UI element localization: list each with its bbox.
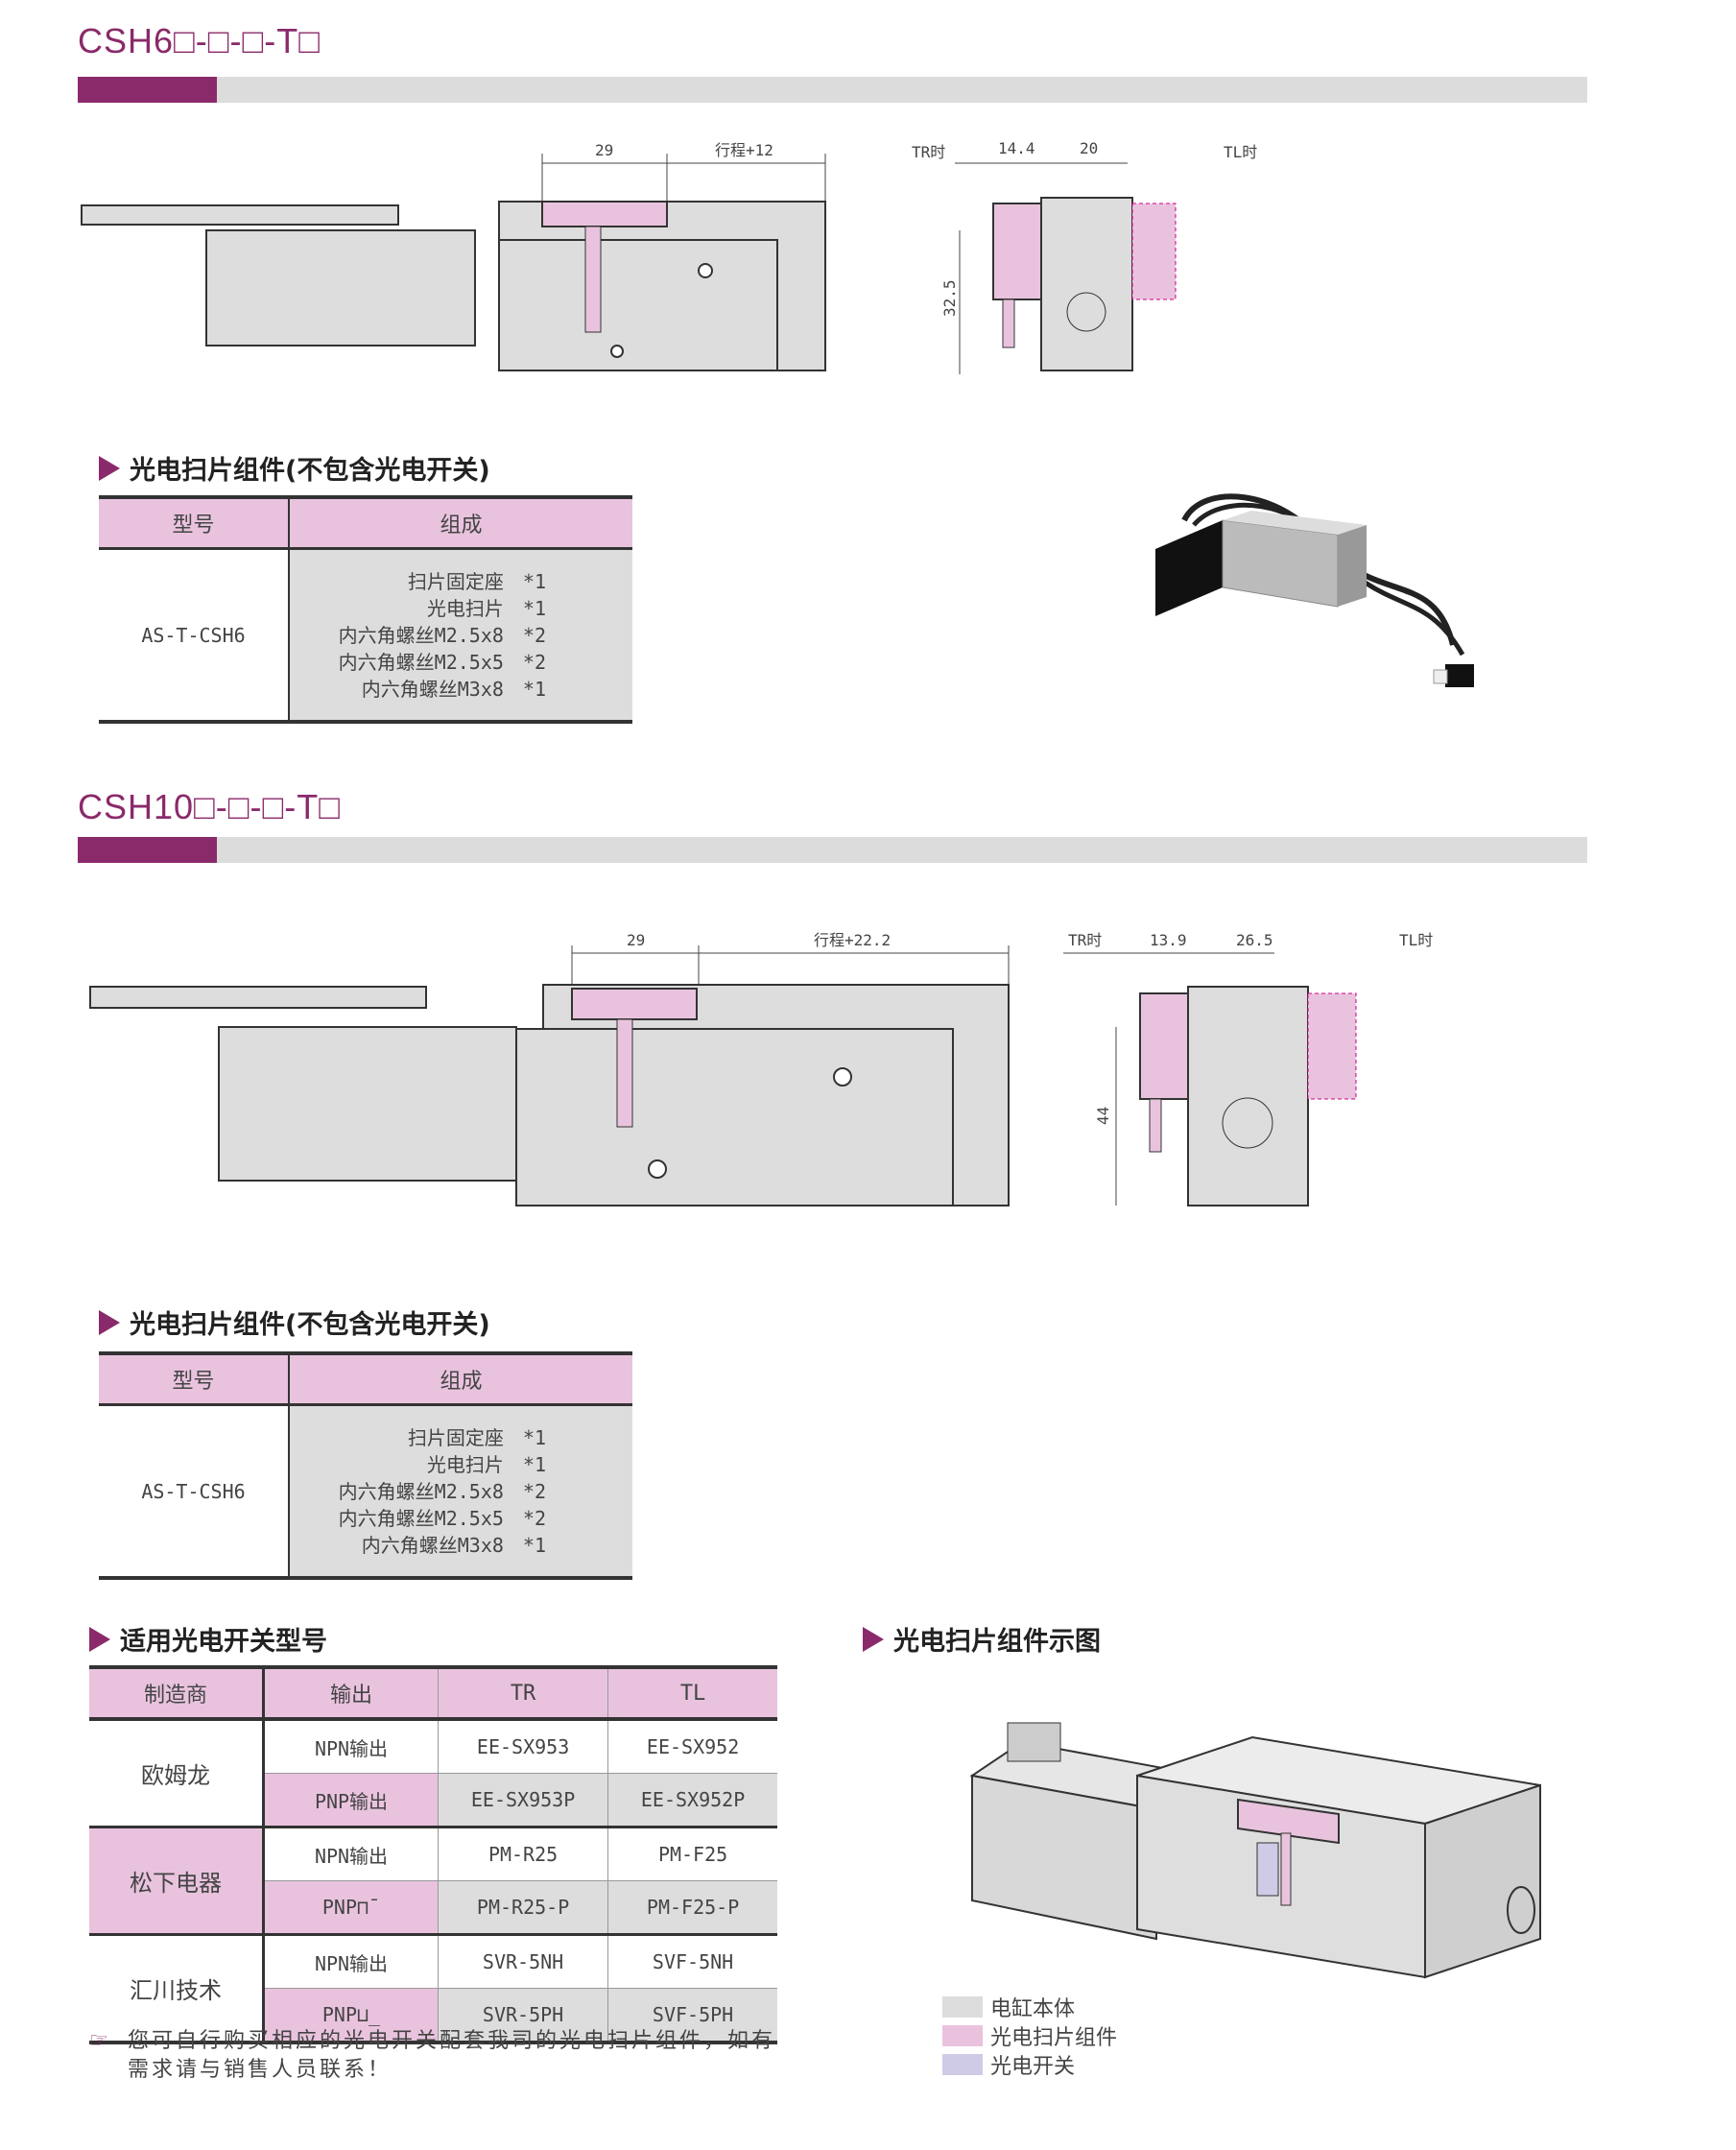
model-title: CSH6□-□-□-T□ [78,21,321,60]
text: 输出 [263,1667,439,1721]
text: 内六角螺丝M2.5x8 *2 [338,623,546,647]
text: 制造商 [89,1667,265,1721]
text: 内六角螺丝M2.5x5 *2 [338,650,546,674]
pointing-hand-icon: ☞ [89,2029,111,2053]
text: 电缸本体 [990,1997,1076,2021]
text: EE-SX952P [607,1773,777,1828]
text: SVF-5NH [607,1933,777,1989]
dim-label: 14.4 [998,139,1035,157]
text: 您可自行购买相应的光电开关配套我司的光电扫片组件，如有需求请与销售人员联系！ [128,2029,776,2082]
dim-label: 26.5 [1236,931,1273,949]
text: 组成 [288,1353,632,1406]
legend-item: 光电开关 [942,2050,1117,2079]
text: 扫片固定座 *1 [407,569,546,593]
text: 光电开关 [990,2055,1076,2079]
text: SVR-5NH [437,1933,608,1989]
text: 内六角螺丝M2.5x8 *2 [338,1479,546,1503]
title-bar [78,837,1587,863]
text: EE-SX952 [607,1717,777,1774]
dim-label: TR时 [912,143,945,161]
section-heading: 光电扫片组件示图 [863,1620,1101,1658]
dim-label: 行程+22.2 [814,931,891,949]
legend-item: 光电扫片组件 [942,2021,1117,2050]
text: 光电扫片组件(不包含光电开关) [130,456,490,486]
legend-swatch [942,1996,983,2018]
assembly-illustration [969,1722,1541,1979]
dim-label: TL时 [1224,143,1257,161]
triangle-icon [99,455,120,481]
text: 汇川技术 [89,1933,265,2042]
note: ☞ 您可自行购买相应的光电开关配套我司的光电扫片组件，如有需求请与销售人员联系！ [89,2027,790,2085]
triangle-icon [863,1626,884,1652]
text: 光电扫片组件(不包含光电开关) [130,1310,490,1340]
dim-label: 20 [1080,139,1098,157]
text: 内六角螺丝M3x8 *1 [361,677,546,701]
legend-swatch [942,2025,983,2046]
text: 型号 [99,497,289,550]
text: 内六角螺丝M2.5x5 *2 [338,1506,546,1530]
text: 内六角螺丝M3x8 *1 [361,1533,546,1557]
text: PNP⊔_ [263,1988,439,2042]
model-title: CSH10□-□-□-T□ [78,787,341,826]
assembly-table: 型号组成 AS-T-CSH6 扫片固定座 *1 光电扫片 *1 内六角螺丝M2.5x… [99,1351,632,1580]
dim-label: 44 [1094,1107,1112,1125]
triangle-icon [89,1626,110,1652]
assembly-table: 型号组成 AS-T-CSH6 扫片固定座 *1 光电扫片 *1 内六角螺丝M2.5x… [99,495,632,724]
text: 扫片固定座 *1 [407,1425,546,1449]
text: NPN输出 [263,1826,439,1881]
text: NPN输出 [263,1933,439,1989]
dim-label: TR时 [1068,931,1102,949]
text: 型号 [99,1353,289,1406]
csh6-drawing: 29 行程+12 TR时 14.4 20 TL时 32.5 [81,139,1257,374]
text: PM-F25 [607,1826,777,1881]
text: TL [607,1667,777,1721]
dim-label: 32.5 [940,279,959,317]
title-bar [78,77,1587,103]
section-heading: 光电扫片组件(不包含光电开关) [99,449,490,487]
text: 光电扫片 *1 [426,1452,546,1476]
dim-label: TL时 [1399,931,1433,949]
text: 组成 [288,497,632,550]
text: PNP输出 [263,1773,439,1828]
text: 松下电器 [89,1826,265,1935]
text: PM-R25 [437,1826,608,1881]
text: TR [437,1667,608,1721]
text: 光电扫片组件 [990,2026,1118,2050]
model-cell: AS-T-CSH6 [141,623,246,647]
triangle-icon [99,1309,120,1335]
text: PM-R25-P [437,1880,608,1935]
text: 光电扫片 *1 [426,596,546,620]
section-heading: 光电扫片组件(不包含光电开关) [99,1303,490,1341]
product-photo [1155,493,1474,687]
text: 光电扫片组件示图 [893,1627,1101,1657]
dim-label: 13.9 [1150,931,1187,949]
text: SVR-5PH [437,1988,608,2042]
text: PM-F25-P [607,1880,777,1935]
legend: 电缸本体 光电扫片组件 光电开关 [942,1993,1117,2079]
csh10-drawing: 29 行程+22.2 TR时 13.9 26.5 TL时 44 [89,931,1433,1206]
text: EE-SX953 [437,1717,608,1774]
text: 欧姆龙 [89,1717,265,1828]
legend-item: 电缸本体 [942,1993,1117,2021]
dim-label: 行程+12 [715,141,773,159]
text: EE-SX953P [437,1773,608,1828]
section-heading: 适用光电开关型号 [89,1620,327,1658]
model-cell: AS-T-CSH6 [141,1479,246,1503]
text: SVF-5PH [607,1988,777,2042]
legend-swatch [942,2054,983,2075]
dim-label: 29 [595,141,613,159]
text: 适用光电开关型号 [120,1627,327,1657]
dim-label: 29 [627,931,645,949]
text: NPN输出 [263,1717,439,1774]
text: PNP⊓¯ [263,1880,439,1935]
